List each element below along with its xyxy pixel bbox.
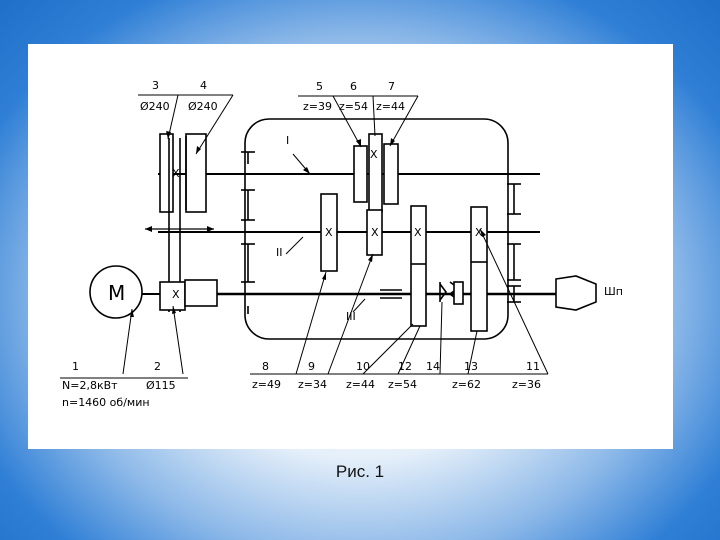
svg-text:X: X xyxy=(172,288,180,301)
label-9: 9 xyxy=(308,360,315,373)
label-shaft-i: I xyxy=(286,134,289,147)
label-power: N=2,8кВт xyxy=(62,379,118,392)
label-4: 4 xyxy=(200,79,207,92)
label-z10: z=44 xyxy=(346,378,375,391)
svg-text:X: X xyxy=(371,226,379,239)
label-13: 13 xyxy=(464,360,478,373)
gear-11 xyxy=(470,206,488,332)
label-d3: Ø240 xyxy=(140,100,170,113)
gear-10 xyxy=(410,205,427,327)
clutch-14 xyxy=(439,281,464,305)
label-z9: z=34 xyxy=(298,378,327,391)
header-rules xyxy=(60,94,548,379)
figure-caption: Рис. 1 xyxy=(335,462,385,481)
label-z13: z=62 xyxy=(452,378,481,391)
label-10: 10 xyxy=(356,360,370,373)
svg-text:X: X xyxy=(475,226,483,239)
svg-text:X: X xyxy=(370,148,378,161)
svg-text:X: X xyxy=(172,167,180,180)
label-5: 5 xyxy=(316,80,323,93)
diagram-frame: X X X X X X X 3 Ø240 4 Ø240 5 z=39 6 z=5… xyxy=(28,44,673,449)
gear-9 xyxy=(366,209,383,256)
label-shaft-iii: III xyxy=(346,310,356,323)
label-12: 12 xyxy=(398,360,412,373)
label-spindle: Шп xyxy=(604,285,623,298)
pulley-4 xyxy=(185,133,207,213)
gear-6 xyxy=(368,133,383,213)
label-z7: z=44 xyxy=(376,100,405,113)
label-3: 3 xyxy=(152,79,159,92)
bearings xyxy=(241,151,521,314)
spindle-cone xyxy=(555,275,597,311)
gear-5 xyxy=(353,145,368,203)
label-d2: Ø115 xyxy=(146,379,176,392)
label-z8: z=49 xyxy=(252,378,281,391)
label-z6: z=54 xyxy=(339,100,368,113)
motor-shaft-coupling xyxy=(184,279,218,307)
label-7: 7 xyxy=(388,80,395,93)
label-z11: z=36 xyxy=(512,378,541,391)
motor-label: M xyxy=(108,281,125,305)
label-14: 14 xyxy=(426,360,440,373)
label-8: 8 xyxy=(262,360,269,373)
kinematic-diagram: X X X X X X X 3 Ø240 4 Ø240 5 z=39 6 z=5… xyxy=(60,79,623,409)
label-2: 2 xyxy=(154,360,161,373)
label-z5: z=39 xyxy=(303,100,332,113)
label-speed: n=1460 об/мин xyxy=(62,396,150,409)
gear-7 xyxy=(383,143,399,205)
label-6: 6 xyxy=(350,80,357,93)
label-11: 11 xyxy=(526,360,540,373)
leader-lines xyxy=(122,94,549,375)
motor-circle xyxy=(89,265,143,319)
label-d4: Ø240 xyxy=(188,100,218,113)
label-1: 1 xyxy=(72,360,79,373)
gear-cross-marks: X X X X X X X xyxy=(172,148,483,301)
gear-8 xyxy=(320,193,338,272)
leader-arrowheads xyxy=(130,131,486,317)
label-z12: z=54 xyxy=(388,378,417,391)
svg-text:X: X xyxy=(325,226,333,239)
label-shaft-ii: II xyxy=(276,246,283,259)
svg-text:X: X xyxy=(414,226,422,239)
